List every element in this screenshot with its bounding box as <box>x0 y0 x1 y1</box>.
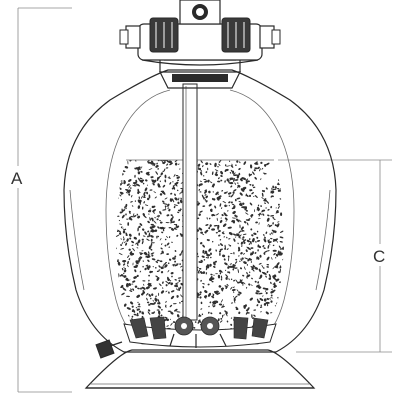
filter-base <box>84 349 316 389</box>
laterals-icon <box>123 316 277 348</box>
dimension-a-label: A <box>11 169 23 188</box>
filter-tank <box>63 69 337 353</box>
filter-media <box>115 159 285 330</box>
drain-plug-icon <box>95 339 123 359</box>
dimension-c-label: C <box>373 247 385 266</box>
multiport-valve-icon <box>119 17 281 66</box>
dimension-c: C <box>278 159 392 353</box>
dimension-a: A <box>11 7 72 393</box>
standpipe <box>182 83 198 321</box>
pressure-gauge-icon <box>179 0 221 25</box>
